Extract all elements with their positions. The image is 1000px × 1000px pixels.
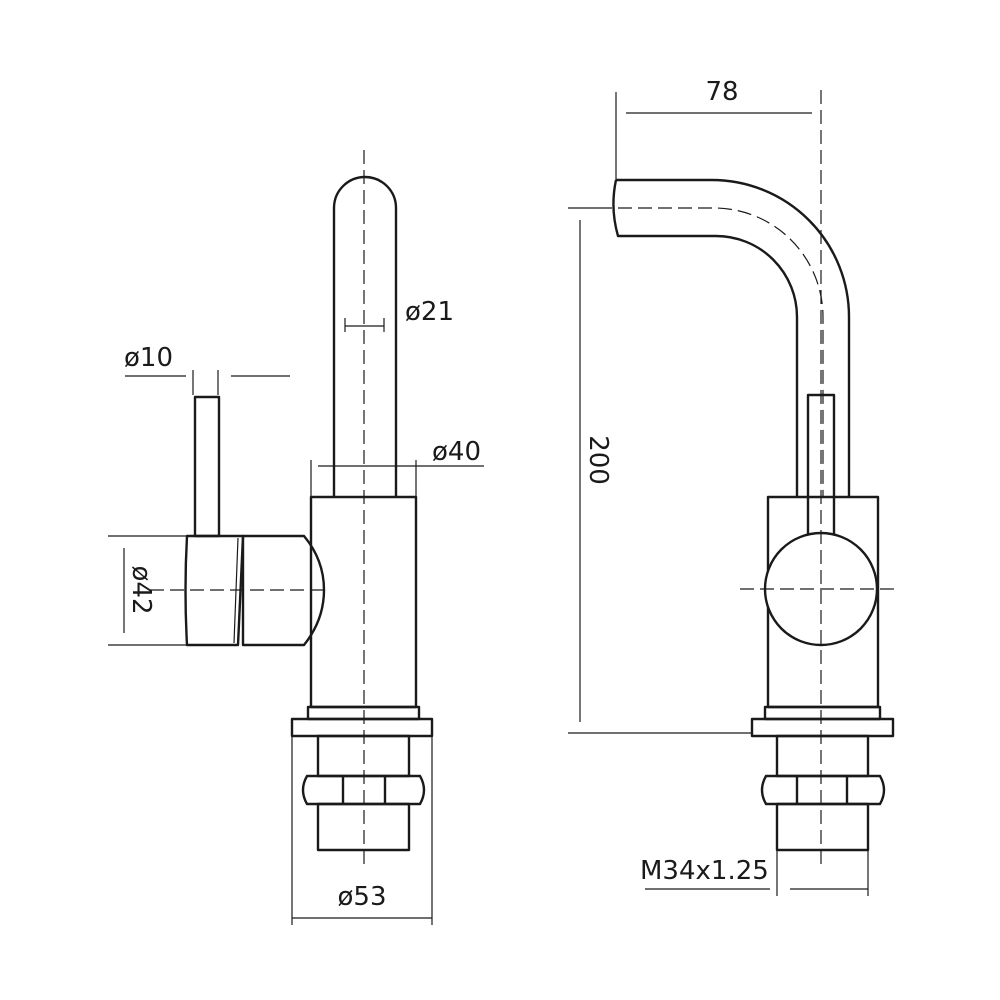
side-base-plate bbox=[290, 717, 434, 738]
front-base-plate bbox=[750, 717, 895, 738]
front-base-flange bbox=[763, 705, 882, 721]
front-spout-centerline bbox=[618, 207, 824, 497]
dim-handle-diameter-label: ø42 bbox=[126, 566, 156, 615]
side-hex-nut bbox=[301, 774, 426, 806]
dim-body-diameter-label: ø40 bbox=[432, 437, 481, 467]
dim-lever-diameter-label: ø10 bbox=[124, 343, 173, 373]
dim-spout-diameter-label: ø21 bbox=[405, 297, 454, 327]
side-view: ø21 ø40 ø10 ø42 ø53 bbox=[108, 150, 484, 925]
front-hex-nut bbox=[760, 774, 886, 806]
front-shank-lower bbox=[775, 802, 870, 852]
dim-height-label: 200 bbox=[583, 435, 613, 485]
front-view: 78 200 M34x1.25 bbox=[568, 77, 900, 896]
side-lever-stem bbox=[193, 395, 221, 538]
dim-reach-label: 78 bbox=[705, 77, 738, 107]
side-spout-outline bbox=[332, 175, 398, 497]
front-spout-outline bbox=[612, 178, 851, 497]
front-shank-upper bbox=[775, 734, 870, 778]
dim-thread-label: M34x1.25 bbox=[640, 856, 769, 886]
side-lever-cap bbox=[184, 534, 245, 647]
dim-base-diameter-label: ø53 bbox=[338, 882, 387, 912]
